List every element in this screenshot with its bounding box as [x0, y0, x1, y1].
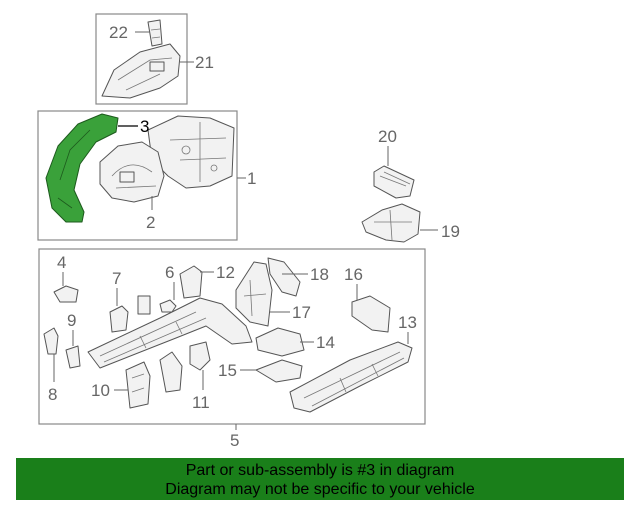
callout-17: 17 — [292, 303, 311, 322]
group-box-1 — [37, 110, 238, 241]
part-4[interactable] — [53, 285, 79, 303]
callout-15: 15 — [218, 361, 237, 380]
callout-22: 22 — [109, 23, 128, 42]
callout-14: 14 — [316, 333, 335, 352]
part-10[interactable] — [125, 361, 151, 409]
callout-1: 1 — [247, 169, 256, 188]
callout-21: 21 — [195, 53, 214, 72]
part-rail[interactable] — [87, 295, 253, 369]
part-14[interactable] — [255, 327, 305, 357]
part-12[interactable] — [179, 265, 203, 299]
callout-8: 8 — [48, 385, 57, 404]
group-box-5 — [38, 248, 426, 425]
part-3-highlighted[interactable] — [45, 113, 119, 223]
callout-3: 3 — [140, 117, 149, 136]
part-22[interactable] — [147, 19, 163, 47]
part-21[interactable] — [101, 43, 181, 99]
part-9[interactable] — [65, 345, 81, 369]
callout-6: 6 — [165, 263, 174, 282]
callout-19: 19 — [441, 222, 460, 241]
part-16[interactable] — [351, 295, 391, 333]
part-17[interactable] — [235, 261, 273, 327]
part-6[interactable] — [159, 299, 177, 313]
part-18[interactable] — [267, 257, 301, 297]
part-11[interactable] — [189, 341, 211, 371]
callout-5: 5 — [230, 431, 239, 450]
part-20[interactable] — [373, 165, 415, 199]
parts-diagram: 22 21 3 1 2 20 19 4 7 6 12 18 16 17 13 9… — [37, 13, 460, 450]
part-13[interactable] — [289, 341, 413, 413]
part-15[interactable] — [255, 359, 303, 383]
info-banner: Part or sub-assembly is #3 in diagram Di… — [16, 458, 624, 500]
group-box-21 — [95, 13, 188, 105]
callout-4: 4 — [57, 253, 66, 272]
callout-12: 12 — [216, 263, 235, 282]
callout-11: 11 — [192, 393, 210, 412]
callout-7: 7 — [112, 269, 121, 288]
part-bracket-mid[interactable] — [159, 351, 183, 393]
callout-20: 20 — [378, 127, 397, 146]
callout-16: 16 — [344, 265, 363, 284]
callout-18: 18 — [310, 265, 329, 284]
callout-2: 2 — [146, 213, 155, 232]
callout-13: 13 — [398, 313, 417, 332]
callout-9: 9 — [67, 311, 76, 330]
part-8[interactable] — [43, 327, 59, 355]
callout-10: 10 — [91, 381, 110, 400]
part-2[interactable] — [99, 141, 165, 203]
banner-line-2: Diagram may not be specific to your vehi… — [165, 481, 475, 498]
banner-line-1: Part or sub-assembly is #3 in diagram — [185, 462, 455, 479]
part-19[interactable] — [361, 203, 421, 243]
part-7[interactable] — [109, 305, 129, 333]
